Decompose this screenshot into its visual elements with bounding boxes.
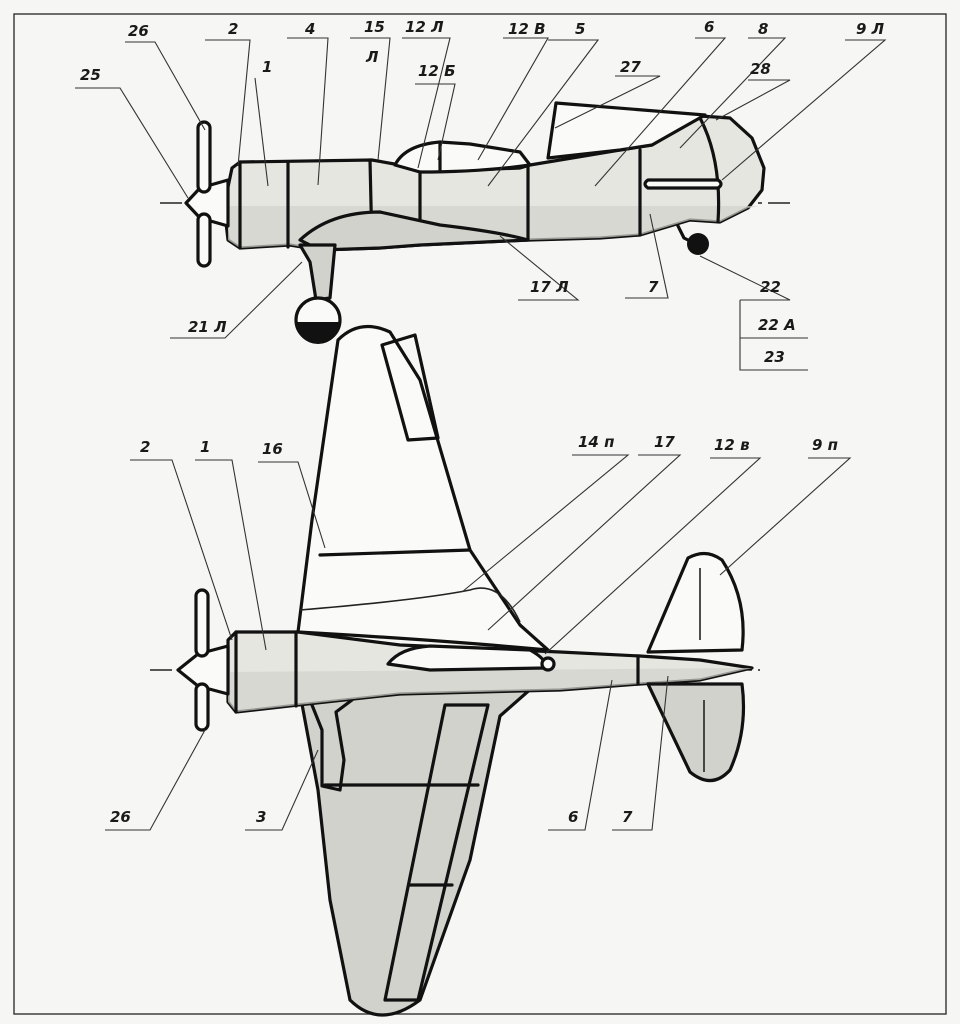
leader-t3: [245, 749, 319, 831]
side-fin: [546, 101, 707, 160]
top-view: [105, 324, 852, 1017]
side-propeller-blade-top: [196, 120, 212, 194]
callout-t6: 6: [568, 808, 578, 826]
leader-5: [487, 39, 600, 187]
side-main-wheel-tire: [296, 322, 340, 344]
callout-t12v: 12 в: [714, 436, 750, 454]
callout-9L: 9 Л: [856, 20, 885, 38]
leader-t17: [487, 454, 682, 631]
callout-17L: 17 Л: [530, 278, 569, 296]
callout-t14p: 14 п: [578, 433, 614, 451]
page-frame: [13, 13, 947, 1015]
callout-12L: 12 Л: [405, 18, 444, 36]
leader-12Bb: [415, 83, 456, 161]
callout-8: 8: [758, 20, 768, 38]
top-propeller-blade-top: [194, 588, 210, 658]
top-view-labels: 2 1 16 14 п 17 12 в 9 п 26 3 6 7: [110, 433, 838, 826]
callout-22: 22: [760, 278, 781, 296]
callout-5: 5: [575, 20, 585, 38]
leader-t9p: [719, 457, 852, 576]
callout-t3: 3: [256, 808, 266, 826]
leader-9L: [721, 39, 887, 181]
callout-27: 27: [620, 58, 641, 76]
leader-22A: [739, 300, 808, 371]
leader-26: [125, 41, 206, 131]
callout-6: 6: [704, 18, 714, 36]
callout-4: 4: [304, 20, 315, 38]
leader-t14p: [461, 454, 630, 593]
leader-28: [715, 79, 791, 121]
top-upper-wing-root: [299, 587, 521, 623]
callout-1: 1: [262, 58, 272, 76]
top-fuselage-shade: [228, 668, 752, 712]
top-lower-aileron: [383, 703, 490, 1002]
leader-7: [625, 213, 669, 299]
leader-17L: [499, 235, 580, 301]
leader-t1: [195, 459, 267, 651]
side-wing-fairing: [298, 210, 530, 252]
side-tail-wheel: [687, 233, 709, 255]
side-view: [75, 37, 887, 371]
leader-t7: [612, 675, 669, 831]
callout-t9p: 9 п: [812, 436, 838, 454]
side-propeller-blade-bottom: [196, 212, 212, 268]
leader-12B: [477, 37, 549, 161]
leader-15: [350, 37, 391, 161]
leader-4: [287, 37, 329, 186]
leader-t16: [258, 461, 326, 549]
callout-t7: 7: [622, 808, 633, 826]
callout-26: 26: [128, 22, 149, 40]
leader-25: [75, 87, 189, 199]
leader-27: [554, 75, 661, 129]
top-stabilizer-upper: [646, 551, 745, 654]
top-propeller-blade-bottom: [194, 682, 210, 732]
leader-t26: [105, 729, 206, 831]
callout-21L: 21 Л: [188, 318, 227, 336]
leader-21L: [170, 261, 303, 339]
callout-15-L: Л: [365, 48, 379, 66]
callout-t17: 17: [654, 433, 675, 451]
side-main-gear-leg: [298, 243, 337, 302]
callout-t2: 2: [140, 438, 150, 456]
side-exhaust: [643, 178, 723, 190]
callout-15: 15: [364, 18, 385, 36]
callout-23: 23: [764, 348, 785, 366]
side-view-labels: 26 2 4 15 Л 12 Л 12 В 5 6 8 9 Л 25 1 12 …: [80, 18, 885, 366]
top-canopy: [386, 644, 548, 672]
leader-6: [594, 37, 727, 187]
top-upper-panel-line: [318, 548, 472, 557]
leader-8: [679, 37, 787, 149]
leader-2: [205, 39, 251, 167]
side-rudder-line: [698, 116, 721, 224]
callout-22A: 22 А: [758, 316, 796, 334]
top-upper-aileron: [380, 333, 440, 442]
leader-t12v: [544, 457, 762, 655]
callout-12B-top: 12 В: [508, 20, 546, 38]
callout-28: 28: [750, 60, 771, 78]
callout-25: 25: [80, 66, 101, 84]
callout-2: 2: [228, 20, 238, 38]
leader-22: [699, 255, 791, 301]
callout-7: 7: [648, 278, 659, 296]
callout-t1: 1: [200, 438, 210, 456]
leader-t2: [130, 459, 233, 641]
top-stabilizer-lower: [646, 682, 746, 783]
leader-12L: [402, 37, 451, 169]
callout-t26: 26: [110, 808, 131, 826]
leader-t6: [548, 679, 613, 831]
callout-t16: 16: [262, 440, 283, 458]
side-canopy: [393, 140, 532, 174]
callout-12Bb: 12 Б: [418, 62, 456, 80]
top-canopy-hatch: [540, 656, 556, 672]
top-lower-wing: [294, 670, 552, 1017]
leader-1: [254, 77, 269, 187]
